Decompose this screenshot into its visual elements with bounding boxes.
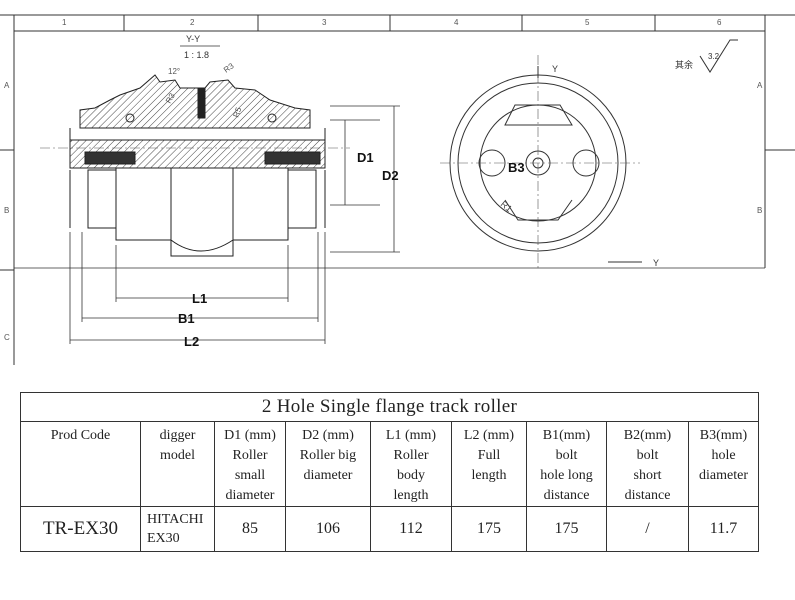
- section-scale: 1 : 1.8: [184, 50, 209, 60]
- header-prod-code: Prod Code: [20, 421, 141, 507]
- roughness-text: 其余: [675, 59, 693, 70]
- table-title: 2 Hole Single flange track roller: [19, 392, 760, 422]
- grid-row-letters: A B C A B: [4, 81, 763, 342]
- roller-section-view: [69, 74, 326, 257]
- roughness-value: 3.2: [708, 52, 720, 61]
- technical-drawing: 1 2 3 4 5 6 A B C A B Y-Y 1 : 1.8 12° R3…: [0, 14, 795, 365]
- spec-table: 2 Hole Single flange track roller Prod C…: [19, 392, 760, 552]
- grid-column-numbers: 1 2 3 4 5 6: [62, 18, 722, 27]
- cell-b2: /: [606, 506, 689, 552]
- row-letter: B: [4, 206, 9, 215]
- col-number: 4: [454, 18, 459, 27]
- col-number: 2: [190, 18, 195, 27]
- cell-prod-code: TR-EX30: [20, 506, 141, 552]
- dim-label-b1: B1: [178, 311, 195, 326]
- roughness-symbol: [699, 39, 738, 73]
- section-title: Y-Y: [186, 34, 200, 44]
- spec-table-wrapper: 2 Hole Single flange track roller Prod C…: [19, 392, 760, 552]
- col-number: 5: [585, 18, 590, 27]
- dim-label-r1: R1: [499, 199, 514, 214]
- dim-label-d1: D1: [357, 150, 374, 165]
- row-letter: B: [757, 206, 762, 215]
- cell-d1: 85: [214, 506, 286, 552]
- col-number: 1: [62, 18, 67, 27]
- dim-label-l1: L1: [192, 291, 207, 306]
- cell-b1: 175: [526, 506, 607, 552]
- drawing-frame: [0, 14, 795, 365]
- cell-l2: 175: [451, 506, 527, 552]
- row-letter: A: [757, 81, 763, 90]
- dim-label-l2: L2: [184, 334, 199, 349]
- axis-label-bottom: Y: [653, 258, 659, 268]
- axis-label-top: Y: [552, 64, 558, 74]
- radius-label: R3: [222, 61, 236, 75]
- row-letter: A: [4, 81, 10, 90]
- cell-d2: 106: [285, 506, 371, 552]
- col-number: 6: [717, 18, 722, 27]
- row-letter: C: [4, 333, 10, 342]
- dim-label-d2: D2: [382, 168, 399, 183]
- cell-l1: 112: [370, 506, 452, 552]
- col-number: 3: [322, 18, 327, 27]
- length-dimensions: [69, 232, 326, 344]
- angle-label: 12°: [168, 67, 180, 76]
- diameter-dimensions: [330, 105, 400, 253]
- cell-b3: 11.7: [687, 506, 760, 552]
- dim-label-b3: B3: [508, 160, 525, 175]
